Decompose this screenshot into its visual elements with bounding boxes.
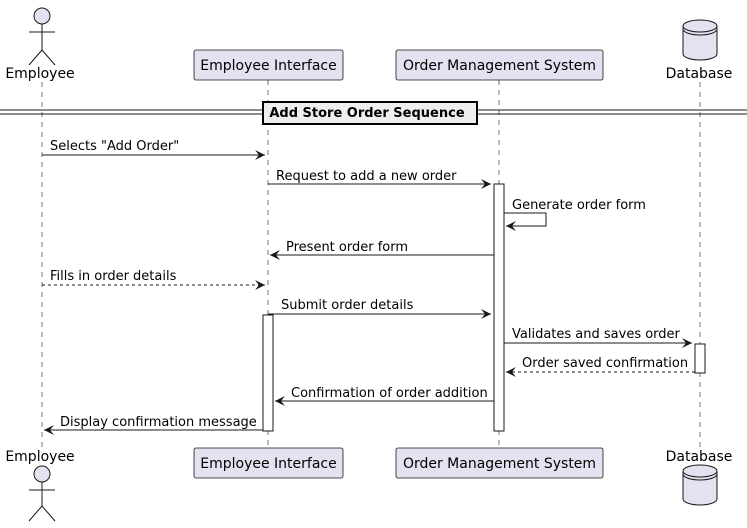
participant-label-oms-top: Order Management System (403, 58, 596, 74)
messages (42, 150, 695, 435)
actor-head-icon (33, 7, 51, 25)
message-label-7: Validates and saves order (512, 327, 681, 342)
message-label-9: Confirmation of order addition (291, 386, 488, 401)
message-label-3: Generate order form (512, 198, 646, 213)
participant-label-database-bottom: Database (666, 449, 733, 465)
message-labels: Selects "Add Order" Request to add a new… (50, 139, 688, 430)
section-title-box (262, 101, 478, 125)
message-arrow-3 (504, 212, 547, 231)
participant-box-oms-top (395, 49, 604, 81)
participant-label-employee-bottom: Employee (5, 449, 74, 465)
activation-bar-ui (262, 314, 274, 432)
participant-label-employee-interface-top: Employee Interface (200, 58, 336, 74)
database-icon-bottom (682, 464, 718, 506)
message-label-4: Present order form (286, 240, 408, 255)
participant-label-database-top: Database (666, 66, 733, 82)
message-label-5: Fills in order details (50, 269, 177, 284)
message-label-2: Request to add a new order (276, 169, 457, 184)
message-label-6: Submit order details (281, 298, 414, 313)
actor-employee-bottom (28, 465, 56, 522)
actor-employee-top (28, 7, 56, 66)
message-label-1: Selects "Add Order" (50, 139, 179, 154)
message-label-10: Display confirmation message (60, 415, 257, 430)
participant-box-oms-bottom (395, 447, 604, 479)
message-label-8: Order saved confirmation (522, 356, 688, 371)
participant-label-employee-top: Employee (5, 66, 74, 82)
participant-box-employee-interface-top (193, 49, 344, 81)
section-title: Add Store Order Sequence (269, 106, 465, 121)
actor-head-icon (33, 465, 51, 483)
participant-label-employee-interface-bottom: Employee Interface (200, 456, 336, 472)
activation-bar-oms (493, 183, 505, 432)
activation-bar-db (694, 343, 706, 374)
section-divider: Add Store Order Sequence (0, 101, 747, 125)
participant-label-oms-bottom: Order Management System (403, 456, 596, 472)
participant-box-employee-interface-bottom (193, 447, 344, 479)
database-icon-top (682, 19, 718, 61)
